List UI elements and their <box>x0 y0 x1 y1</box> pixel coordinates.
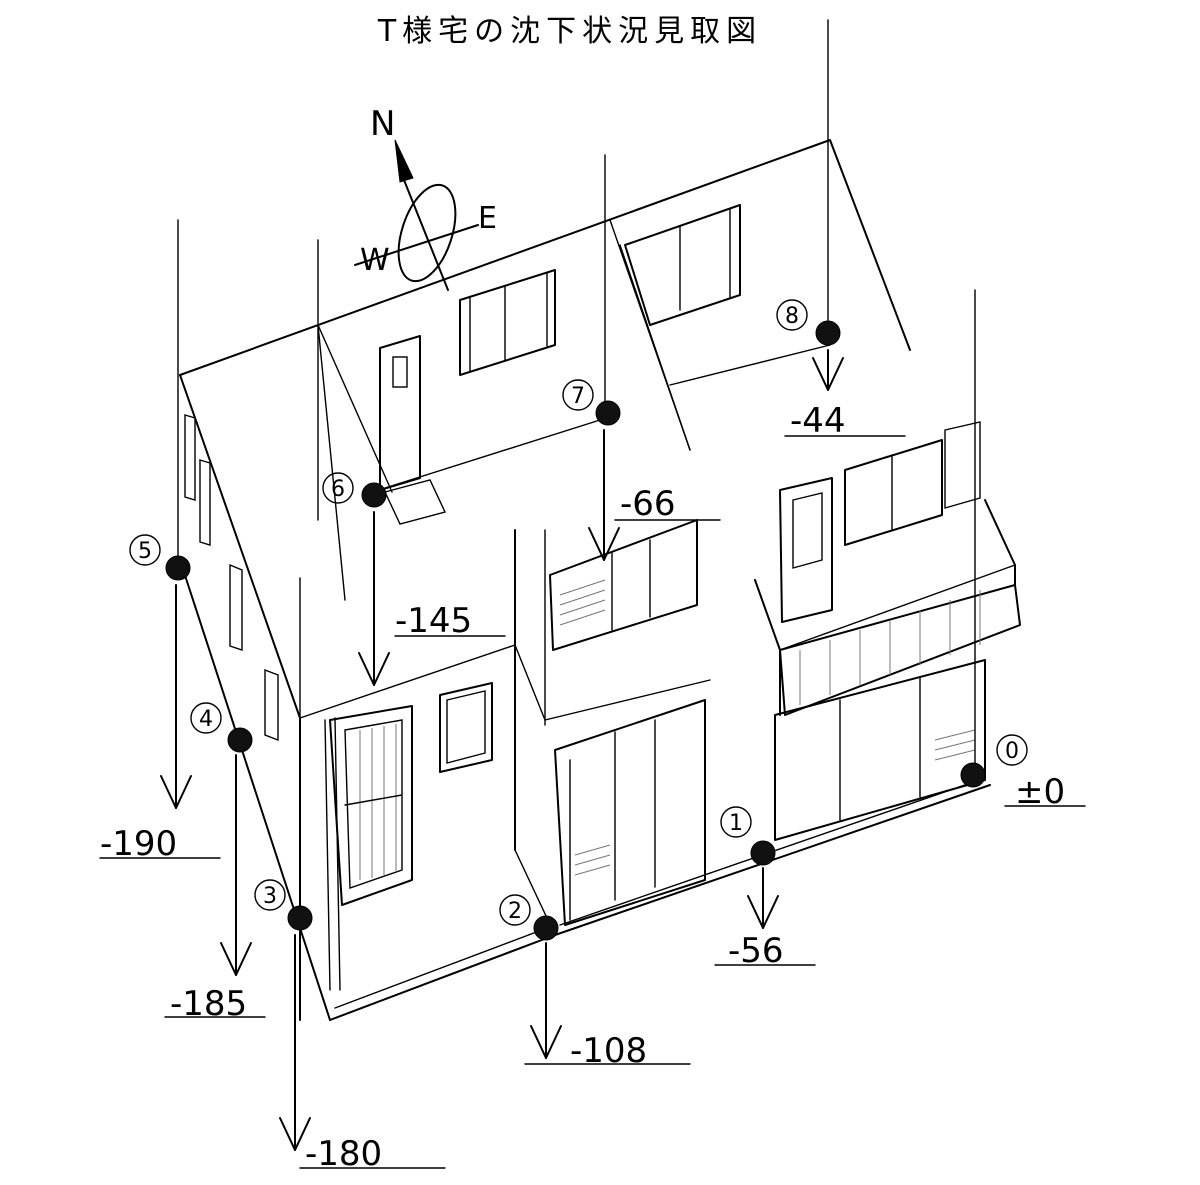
arrow-head-icon <box>358 652 390 686</box>
measurement-dot-8 <box>815 320 841 346</box>
settlement-value-4: -185 <box>170 984 247 1024</box>
point-number-circle <box>996 734 1028 766</box>
point-number-5: 5 <box>138 539 152 564</box>
point-number-circle <box>499 894 531 926</box>
sliding-door-lower-middle <box>554 699 706 926</box>
diagram-title: T様宅の沈下状況見取図 <box>377 14 763 49</box>
measurement-dot-1 <box>750 840 776 866</box>
point-number-2: 2 <box>508 899 522 924</box>
value-underlines <box>99 435 1086 1169</box>
arrow-head-icon <box>530 1025 562 1059</box>
point-number-4: 4 <box>199 707 213 732</box>
arrow-head-icon <box>160 775 192 809</box>
house-drawing <box>179 139 1021 1021</box>
arrow-head-icon <box>588 527 620 561</box>
upper-right-door <box>779 477 833 623</box>
upper-door <box>379 335 421 491</box>
measurement-dot-6 <box>361 482 387 508</box>
compass-north-label: N <box>370 104 395 144</box>
arrow-head-icon <box>747 895 779 929</box>
arrow-head-icon <box>812 357 844 391</box>
point-number-circle <box>254 879 286 911</box>
measurement-point-7: 7 -66 <box>562 379 676 561</box>
measurement-dot-2 <box>533 915 559 941</box>
arrow-head-icon <box>279 1117 311 1151</box>
balcony <box>754 499 1021 716</box>
measurement-dot-4 <box>227 727 253 753</box>
point-number-circle <box>190 702 222 734</box>
measurement-dot-5 <box>165 555 191 581</box>
front-small-window <box>439 682 493 773</box>
upper-window-2 <box>624 204 741 326</box>
measurement-dot-7 <box>595 400 621 426</box>
measurement-dot-3 <box>287 905 313 931</box>
measurement-point-4: 4 -185 <box>170 702 253 1024</box>
arrow-head-icon <box>220 942 252 976</box>
point-number-3: 3 <box>263 884 277 909</box>
point-number-0: 0 <box>1005 739 1019 764</box>
compass: N E W <box>354 104 497 291</box>
point-number-6: 6 <box>331 477 345 502</box>
settlement-value-7: -66 <box>620 484 676 524</box>
point-number-circle <box>720 806 752 838</box>
upper-window-1 <box>459 269 556 376</box>
point-number-1: 1 <box>729 811 743 836</box>
upper-middle-window <box>549 519 698 651</box>
settlement-value-8: -44 <box>790 401 846 441</box>
measurement-point-5: 5-190 <box>100 534 192 864</box>
point-number-circle <box>322 472 354 504</box>
point-number-circle <box>562 379 594 411</box>
compass-east-label: E <box>478 201 497 236</box>
point-number-circle <box>776 299 808 331</box>
point-number-circle <box>129 534 161 566</box>
measurement-point-6: 6 -145 <box>322 472 472 686</box>
reference-lines <box>177 19 976 776</box>
west-wall-windows <box>184 414 279 742</box>
measurement-dot-0 <box>960 762 986 788</box>
compass-west-label: W <box>360 243 390 278</box>
measurement-point-8: 8 -44 <box>776 299 846 441</box>
measurement-point-0: 0±0 <box>960 734 1065 812</box>
upper-right-window <box>844 439 943 546</box>
front-entrance-door <box>329 705 413 906</box>
sliding-door-lower-right <box>774 659 986 841</box>
settlement-value-6: -145 <box>395 601 472 641</box>
point-number-7: 7 <box>571 384 585 409</box>
compass-north-arrow-icon <box>394 139 414 183</box>
settlement-value-2: -108 <box>570 1031 647 1071</box>
measurement-point-3: 3-180 <box>254 879 382 1174</box>
point-number-8: 8 <box>785 304 799 329</box>
